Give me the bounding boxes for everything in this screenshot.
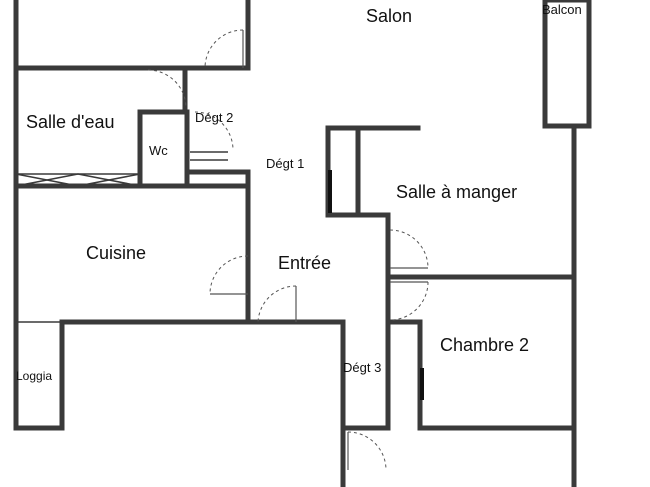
door-arc-degt3	[347, 431, 387, 471]
room-label-wc: Wc	[149, 143, 168, 158]
room-label-chambre2: Chambre 2	[440, 335, 529, 355]
door-arc-degt2	[147, 69, 187, 109]
door-arc-salon	[204, 29, 244, 69]
closet-cross-2	[15, 173, 79, 187]
closet-cross-4	[77, 173, 141, 187]
room-label-salon: Salon	[366, 6, 412, 26]
doors	[147, 29, 429, 471]
door-arc-kitchen	[209, 255, 249, 295]
door-arc-wc	[194, 111, 234, 151]
room-label-loggia: Loggia	[16, 369, 52, 383]
room-label-degt3: Dégt 3	[343, 360, 381, 375]
door-arc-entree	[257, 285, 297, 323]
room-label-entree: Entrée	[278, 253, 331, 273]
room-label-salle-a-manger: Salle à manger	[396, 182, 517, 202]
room-label-salle-deau: Salle d'eau	[26, 112, 115, 132]
room-label-cuisine: Cuisine	[86, 243, 146, 263]
balcon-outline	[542, 0, 592, 129]
room-label-degt2: Dégt 2	[195, 110, 233, 125]
room-label-balcon: Balcon	[542, 2, 582, 17]
door-arc-chambre	[389, 281, 429, 321]
room-labels: Salon Balcon Salle d'eau Dégt 2 Wc Dégt …	[16, 2, 582, 383]
room-label-degt1: Dégt 1	[266, 156, 304, 171]
door-arc-salle-a-manger	[389, 229, 429, 269]
details	[15, 151, 424, 400]
